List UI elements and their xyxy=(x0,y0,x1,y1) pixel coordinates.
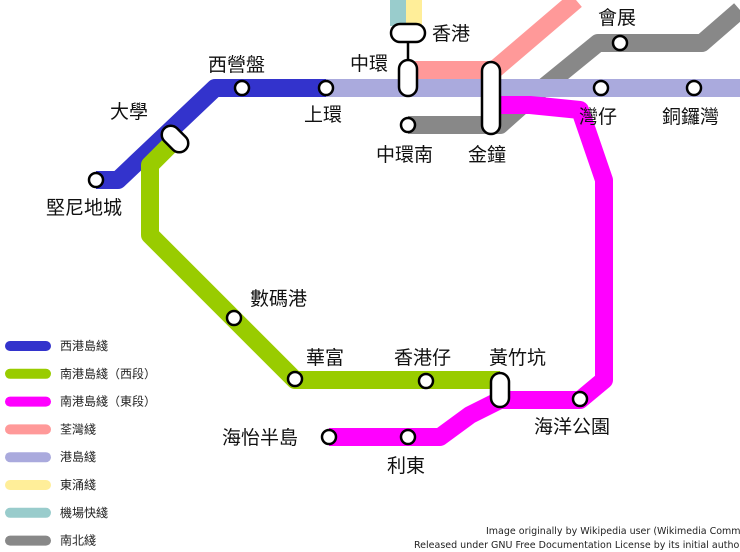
station-marker-admiralty[interactable] xyxy=(480,60,502,136)
legend-label: 機場快綫 xyxy=(60,505,108,520)
station-label-kennedy-town: 堅尼地城 xyxy=(46,197,122,219)
station-label-exhibition: 會展 xyxy=(598,7,636,29)
station-label-aberdeen: 香港仔 xyxy=(394,347,451,369)
legend-item: 荃灣綫 xyxy=(5,422,96,436)
station-marker-sai-ying-pun[interactable] xyxy=(233,79,251,97)
station-label-hong-kong: 香港 xyxy=(432,23,470,45)
legend-item: 西港島綫 xyxy=(5,338,108,353)
station-marker-ocean-park[interactable] xyxy=(571,390,589,408)
credit-line-1: Image originally by Wikipedia user (Wiki… xyxy=(486,526,740,537)
station-label-cyberport: 數碼港 xyxy=(250,288,307,310)
station-marker-kennedy-town[interactable] xyxy=(87,171,105,189)
station-label-wan-chai: 灣仔 xyxy=(579,106,617,128)
station-marker-causeway-bay[interactable] xyxy=(685,79,703,97)
station-marker-hong-kong[interactable] xyxy=(389,22,427,44)
station-label-south-horizons: 海怡半島 xyxy=(222,427,298,449)
south-island-east-line xyxy=(329,96,613,446)
station-label-admiralty: 金鐘 xyxy=(468,144,506,166)
station-label-wah-fu: 華富 xyxy=(306,347,344,369)
legend-label: 南港島綫（西段） xyxy=(60,366,156,381)
legend-item: 東涌綫 xyxy=(5,478,96,492)
station-label-sai-ying-pun: 西營盤 xyxy=(208,54,265,76)
station-label-ocean-park: 海洋公園 xyxy=(534,416,610,438)
legend-item: 南港島綫（西段） xyxy=(5,366,156,381)
station-label-central-south: 中環南 xyxy=(376,144,433,166)
south-island-west-line xyxy=(141,131,500,389)
station-marker-wah-fu[interactable] xyxy=(286,370,304,388)
station-label-central: 中環 xyxy=(350,53,388,75)
station-marker-lei-tung[interactable] xyxy=(399,428,417,446)
legend-label: 荃灣綫 xyxy=(60,422,96,436)
legend-item: 南港島綫（東段） xyxy=(5,394,156,409)
station-label-sheung-wan: 上環 xyxy=(304,104,342,126)
legend-item: 南北綫 xyxy=(5,533,96,548)
station-marker-exhibition[interactable] xyxy=(611,34,629,52)
station-marker-hku[interactable] xyxy=(158,122,192,156)
station-label-causeway-bay: 銅鑼灣 xyxy=(662,106,719,128)
credit-line-2: Released under GNU Free Documentation Li… xyxy=(414,540,740,551)
station-label-wong-chuk-hang: 黃竹坑 xyxy=(489,347,546,369)
legend-label: 西港島綫 xyxy=(60,338,108,353)
legend-label: 港島綫 xyxy=(60,449,96,464)
station-marker-wan-chai[interactable] xyxy=(592,79,610,97)
station-marker-south-horizons[interactable] xyxy=(320,428,338,446)
legend-label: 南港島綫（東段） xyxy=(60,394,156,409)
legend-label: 東涌綫 xyxy=(60,478,96,492)
station-marker-central[interactable] xyxy=(397,58,419,98)
station-label-hku: 大學 xyxy=(110,101,148,123)
station-marker-cyberport[interactable] xyxy=(225,309,243,327)
station-marker-sheung-wan[interactable] xyxy=(317,79,335,97)
station-marker-aberdeen[interactable] xyxy=(417,372,435,390)
legend-item: 港島綫 xyxy=(5,449,96,464)
station-label-lei-tung: 利東 xyxy=(387,455,425,477)
station-marker-central-south[interactable] xyxy=(399,116,417,134)
station-marker-wong-chuk-hang[interactable] xyxy=(489,371,511,409)
legend-label: 南北綫 xyxy=(60,533,96,548)
legend-item: 機場快綫 xyxy=(5,505,108,520)
